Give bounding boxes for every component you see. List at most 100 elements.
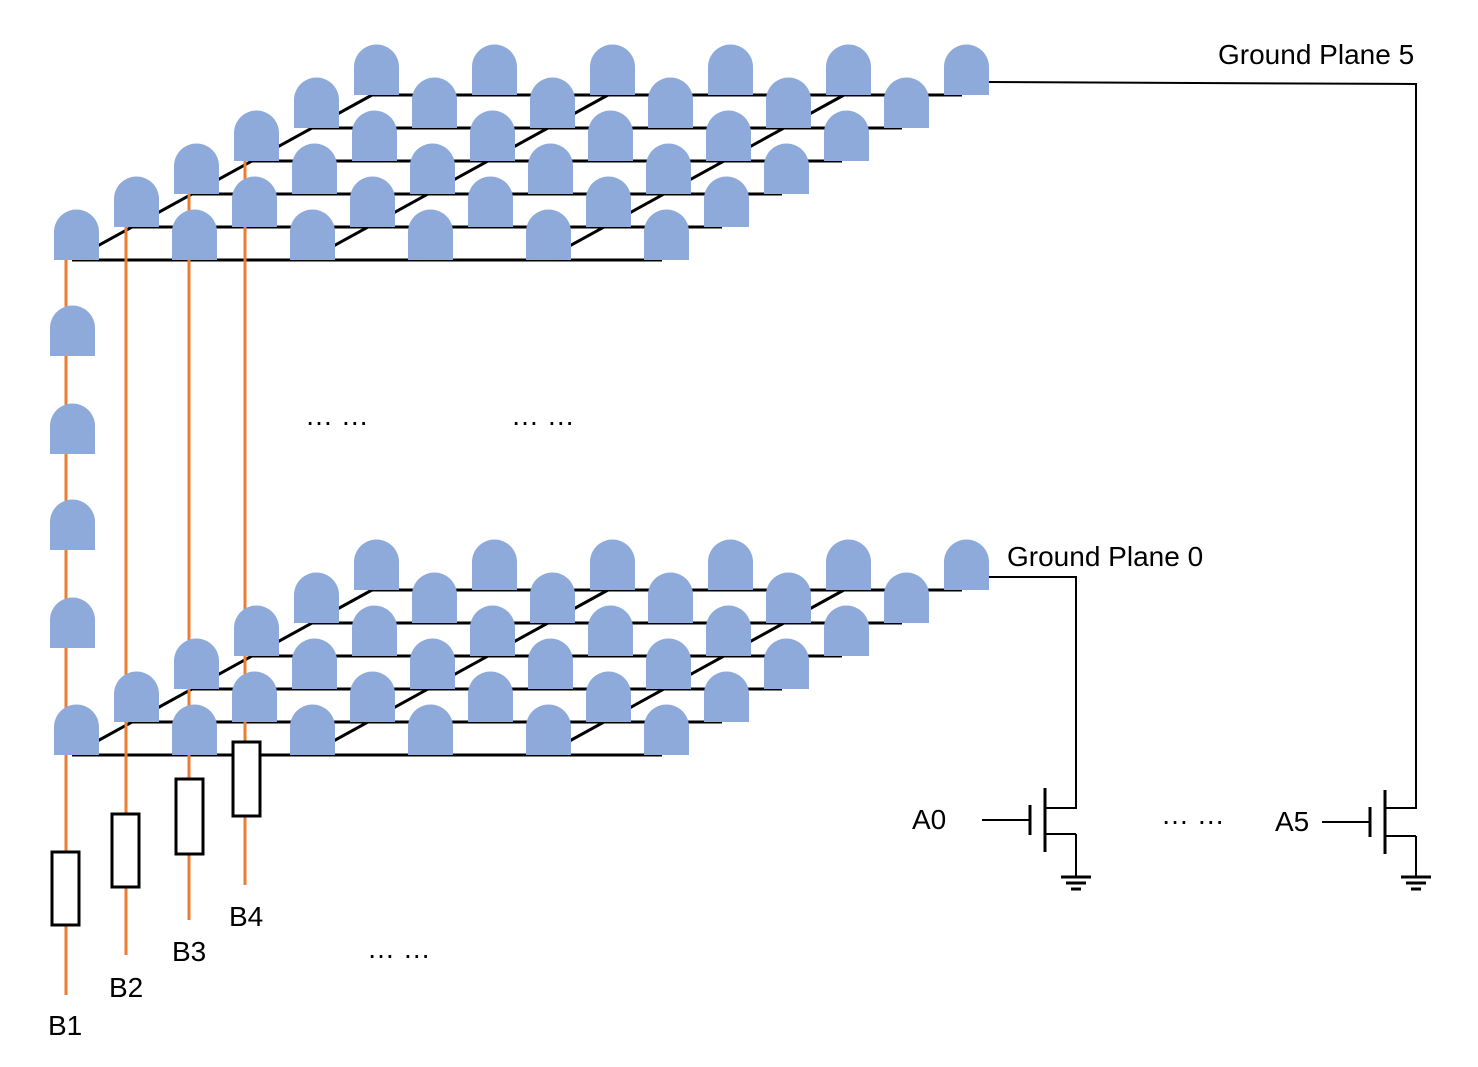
led [50, 305, 95, 356]
led [766, 572, 811, 623]
led [410, 143, 455, 194]
ground-symbol-a5 [1401, 875, 1431, 891]
led [468, 176, 513, 227]
led [408, 704, 453, 755]
led [944, 44, 989, 95]
led [824, 605, 869, 656]
led [232, 176, 277, 227]
led [174, 638, 219, 689]
led [586, 176, 631, 227]
led [648, 572, 693, 623]
ellipsis-layers-right: … … [511, 400, 575, 431]
led [646, 143, 691, 194]
led [354, 44, 399, 95]
led [470, 605, 515, 656]
gate-a0-label: A0 [912, 804, 946, 835]
led [708, 539, 753, 590]
led [590, 539, 635, 590]
led [50, 403, 95, 454]
led [352, 605, 397, 656]
led [884, 77, 929, 128]
gate-a5-label: A5 [1275, 806, 1309, 837]
led [294, 572, 339, 623]
led [172, 704, 217, 755]
led [350, 671, 395, 722]
led [54, 704, 99, 755]
resistors [50, 740, 262, 927]
led [644, 209, 689, 260]
led [292, 638, 337, 689]
top-layer-leds [54, 44, 989, 260]
column-b2-label: B2 [109, 972, 143, 1003]
led [706, 605, 751, 656]
led [292, 143, 337, 194]
led [354, 539, 399, 590]
led [704, 176, 749, 227]
led [472, 539, 517, 590]
led [708, 44, 753, 95]
led [764, 143, 809, 194]
column-wires [64, 152, 247, 995]
led [826, 539, 871, 590]
led [294, 77, 339, 128]
ellipsis-layers-left: … … [305, 400, 369, 431]
led [290, 209, 335, 260]
led [944, 539, 989, 590]
ground-plane-5-wire [985, 81, 1417, 809]
led [50, 499, 95, 550]
led [704, 671, 749, 722]
led [472, 44, 517, 95]
resistor-b4 [231, 740, 262, 818]
led [530, 572, 575, 623]
led [648, 77, 693, 128]
ellipsis-columns: … … [367, 933, 431, 964]
led [884, 572, 929, 623]
led [528, 638, 573, 689]
resistor-b3 [174, 777, 205, 856]
ground-plane-0-label: Ground Plane 0 [1007, 541, 1203, 572]
ellipsis-transistors: … … [1161, 799, 1225, 830]
led [234, 110, 279, 161]
led [350, 176, 395, 227]
led [290, 704, 335, 755]
resistor-b1 [50, 850, 81, 927]
led [172, 209, 217, 260]
led [526, 704, 571, 755]
column-leds [50, 305, 95, 648]
led [530, 77, 575, 128]
led [114, 671, 159, 722]
led [234, 605, 279, 656]
column-b3-label: B3 [172, 936, 206, 967]
led [50, 597, 95, 648]
led [766, 77, 811, 128]
led [352, 110, 397, 161]
bottom-layer-leds [54, 539, 989, 755]
ground-wires [985, 81, 1417, 809]
led [644, 704, 689, 755]
led [824, 110, 869, 161]
led [412, 77, 457, 128]
led [408, 209, 453, 260]
led [54, 209, 99, 260]
led [468, 671, 513, 722]
column-b4-label: B4 [229, 901, 263, 932]
led [528, 143, 573, 194]
led [412, 572, 457, 623]
led [586, 671, 631, 722]
transistor-a5 [1322, 790, 1431, 891]
led [590, 44, 635, 95]
ground-symbol-a0 [1061, 875, 1091, 891]
led [826, 44, 871, 95]
led [646, 638, 691, 689]
led [588, 605, 633, 656]
transistor-a0 [982, 788, 1091, 891]
led [526, 209, 571, 260]
led [706, 110, 751, 161]
led [588, 110, 633, 161]
column-b1-label: B1 [48, 1010, 82, 1041]
ground-plane-0-wire [986, 576, 1077, 809]
resistor-b2 [110, 812, 141, 889]
led [410, 638, 455, 689]
led [232, 671, 277, 722]
